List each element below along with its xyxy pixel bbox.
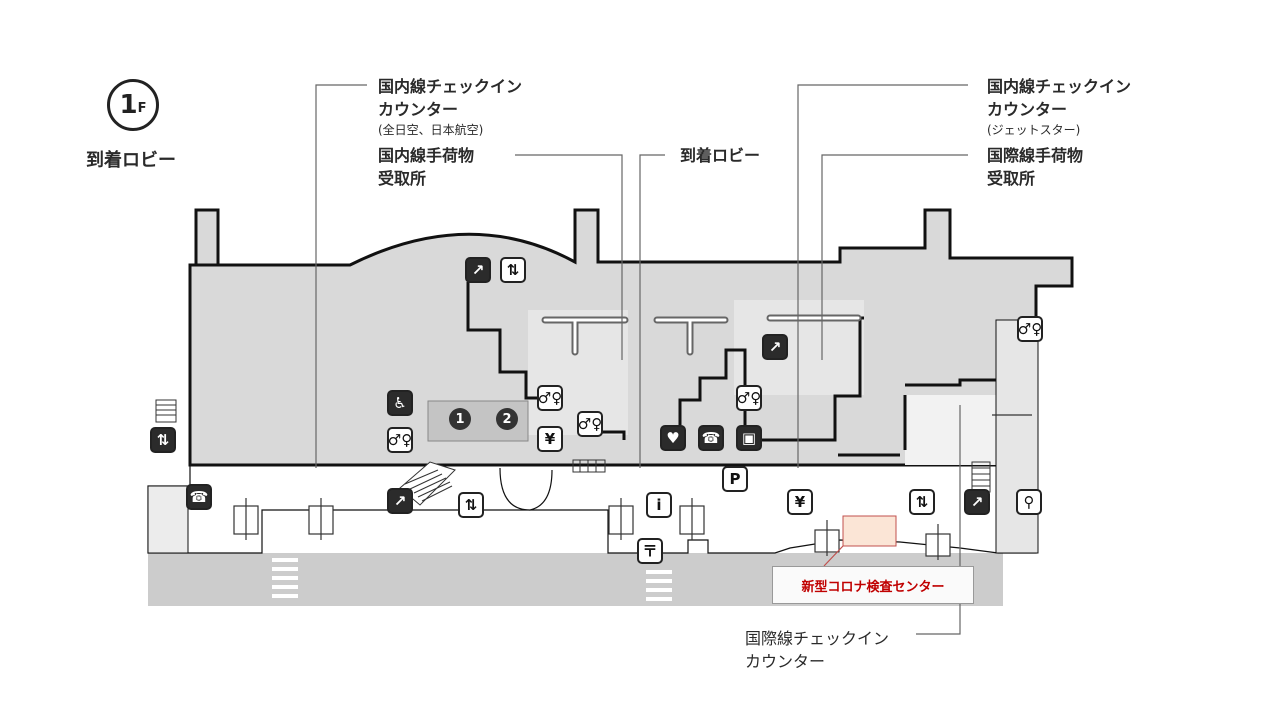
covid-test-center-label: 新型コロナ検査センター [772, 566, 974, 604]
baggage-claim-international-zone [734, 300, 864, 395]
telephone-icon: ☎ [186, 484, 212, 510]
label-international-checkin: 国際線チェックイン カウンター [745, 629, 890, 671]
label-domestic-baggage-claim: 国内線手荷物 受取所 [378, 146, 475, 188]
telephone-icon: ☎ [698, 425, 724, 451]
floor-suffix: F [137, 100, 147, 116]
toilet-icon: ♂♀ [387, 427, 413, 453]
covid-callout-line [823, 545, 844, 567]
parking-icon: P [722, 466, 748, 492]
crosswalk [272, 558, 298, 598]
gate-marker: 2 [496, 408, 518, 430]
arrival-concourse [147, 464, 1037, 554]
atm-icon: ¥ [537, 426, 563, 452]
central-core [499, 467, 553, 511]
floor-title: 到着ロビー [86, 150, 176, 171]
leader-lines [315, 84, 968, 635]
information-icon: i [646, 492, 672, 518]
escalator-icon: ↗ [762, 334, 788, 360]
international-area-zone [905, 395, 1000, 465]
label-arrival-lobby: 到着ロビー [680, 146, 761, 165]
floor-badge: 1 F [107, 79, 159, 131]
atm-icon: ¥ [787, 489, 813, 515]
label-domestic-checkin-ana-jal: 国内線チェックイン カウンター (全日空、日本航空) [378, 77, 523, 137]
post-office-icon: 〒 [637, 538, 663, 564]
covid-test-center-marker [842, 515, 897, 547]
elevator-icon: ⇅ [909, 489, 935, 515]
toilet-icon: ♂♀ [1017, 316, 1043, 342]
escalator-icon: ↗ [465, 257, 491, 283]
left-service-room [147, 485, 189, 554]
toilet-icon: ♂♀ [537, 385, 563, 411]
toilet-icon: ♂♀ [577, 411, 603, 437]
toilet-icon: ♂♀ [736, 385, 762, 411]
door-arrow-icon [233, 414, 1032, 560]
escalator-icon: ↗ [387, 488, 413, 514]
accessible-toilet-icon: ♿ [387, 390, 413, 416]
escalator-stairs [399, 461, 456, 506]
nursing-room-icon: ♥ [660, 425, 686, 451]
label-international-baggage-claim: 国際線手荷物 受取所 [987, 146, 1084, 188]
floor-number: 1 [119, 90, 138, 120]
escalator-icon: ↗ [964, 489, 990, 515]
bicycle-icon: ⚲ [1016, 489, 1042, 515]
stairs [155, 399, 991, 493]
gate-marker: 1 [449, 408, 471, 430]
baggage-storage-icon: ▣ [736, 425, 762, 451]
elevator-icon: ⇅ [500, 257, 526, 283]
label-domestic-checkin-jetstar: 国内線チェックイン カウンター (ジェットスター) [987, 77, 1132, 137]
elevator-icon: ⇅ [150, 427, 176, 453]
baggage-carousel-inner [543, 316, 860, 354]
right-service-room [995, 319, 1039, 554]
elevator-icon: ⇅ [458, 492, 484, 518]
crosswalk [646, 570, 672, 601]
